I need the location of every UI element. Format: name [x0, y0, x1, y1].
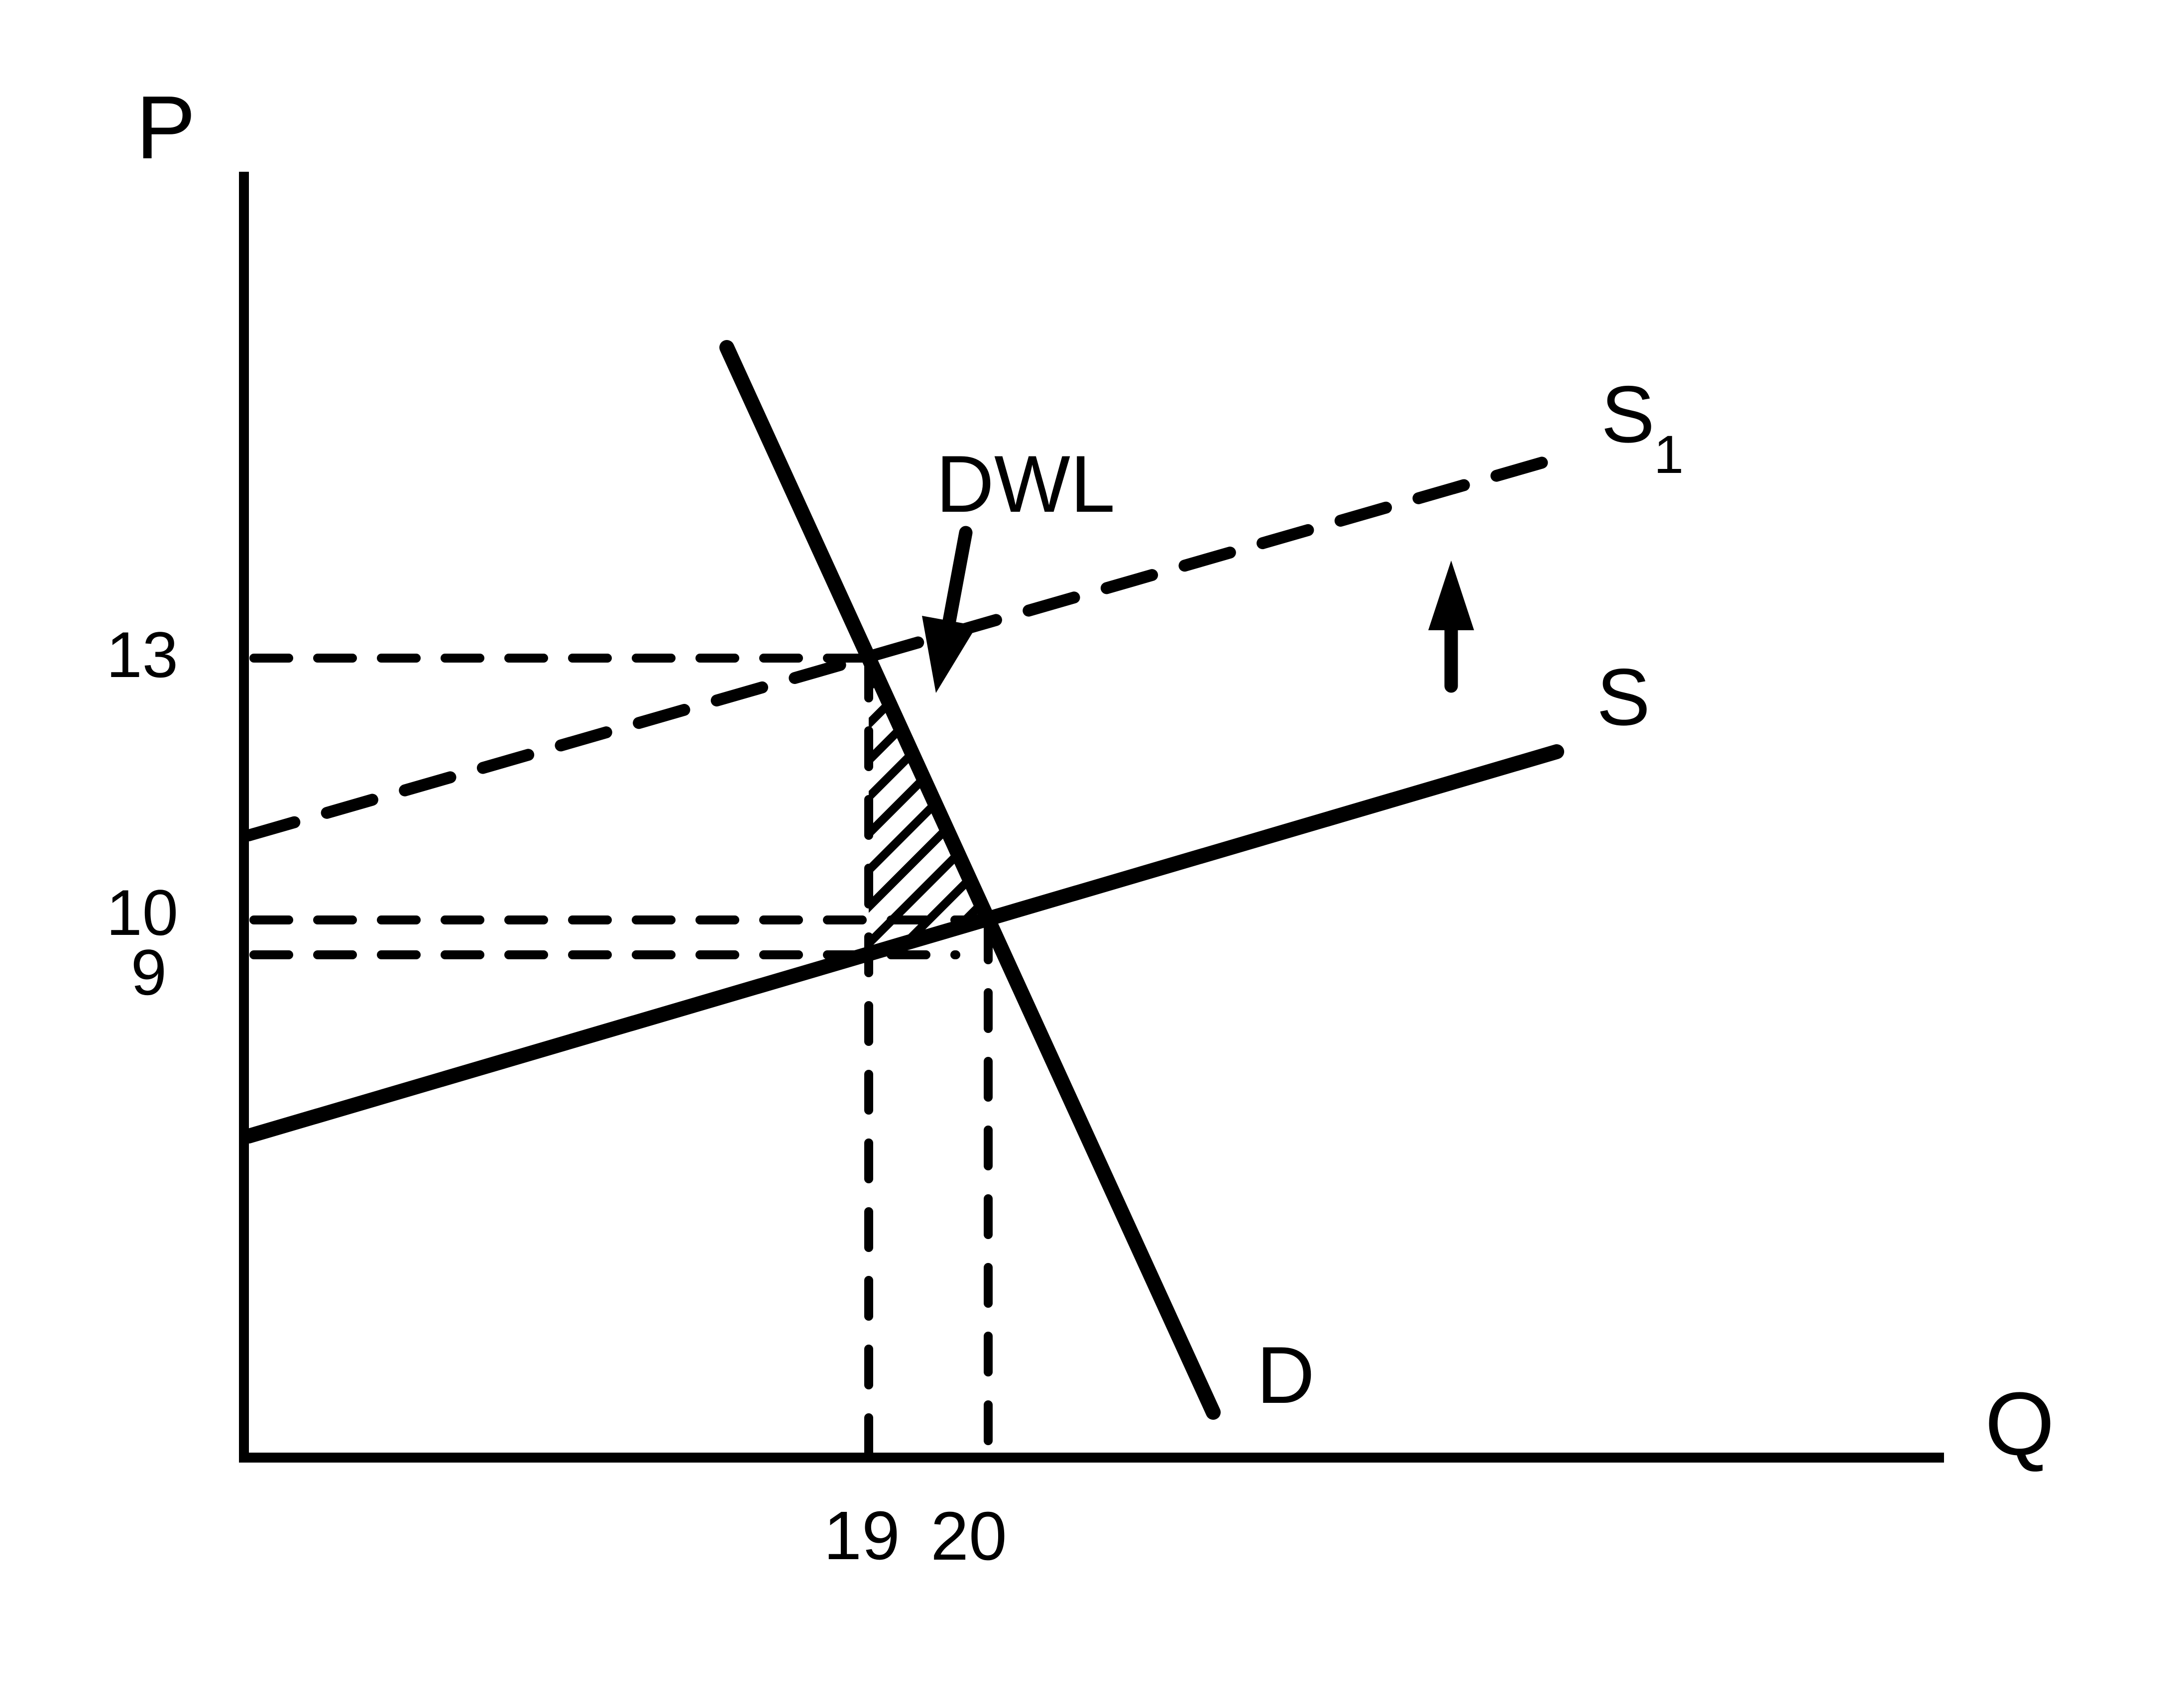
- price-9-label: 9: [131, 936, 167, 1009]
- dwl-arrow: [922, 526, 977, 693]
- y-axis-label: P: [136, 78, 196, 178]
- dwl-arrow-head: [922, 616, 977, 693]
- x-axis-label: Q: [1985, 1374, 2055, 1474]
- dwl-label: DWL: [936, 439, 1115, 529]
- axes: [239, 172, 1944, 1463]
- supply-shift-arrow: [1428, 561, 1474, 693]
- shifted-supply-curve: [243, 452, 1564, 841]
- quantity-19-label: 19: [823, 1497, 900, 1574]
- shifted-supply-label: S: [1601, 369, 1655, 459]
- supply-curve: [241, 744, 1564, 1143]
- dwl-arrow-shaft: [942, 526, 973, 628]
- supply-shift-arrow-head: [1428, 561, 1474, 630]
- quantity-20-label: 20: [930, 1498, 1007, 1575]
- demand-label: D: [1257, 1330, 1315, 1420]
- price-13-label: 13: [106, 618, 178, 691]
- demand-curve: [719, 340, 1221, 1420]
- price-10-label: 10: [106, 876, 178, 949]
- shifted-supply-subscript: 1: [1654, 424, 1684, 484]
- supply-label: S: [1597, 652, 1650, 742]
